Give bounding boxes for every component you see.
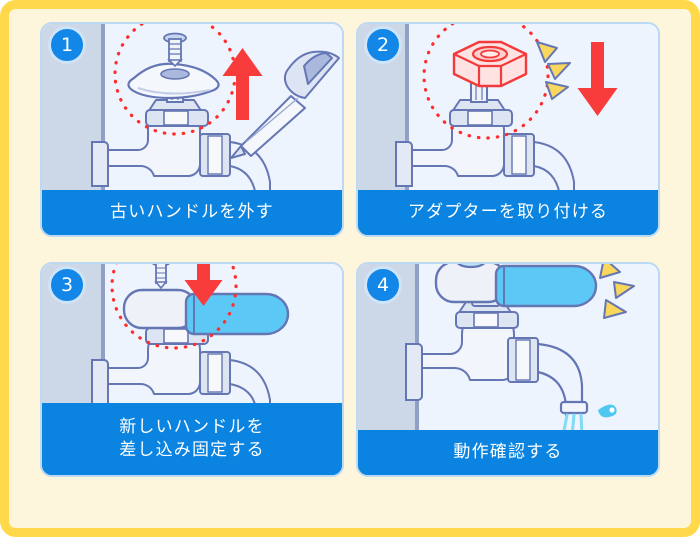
screwdriver-icon: [230, 50, 340, 159]
handle-cap-icon: [456, 264, 486, 269]
step-1-caption-bar: 古いハンドルを外す: [42, 190, 342, 235]
step-card-3[interactable]: 新しいハンドルを 差し込み固定する: [40, 262, 344, 477]
step-1-illustration: [42, 24, 342, 194]
dotted-highlight-circle: [110, 264, 238, 350]
step-4-illustration: [358, 264, 658, 434]
wall-flange: [91, 141, 109, 187]
step-badge-3-number: 3: [60, 274, 74, 296]
step-badge-4-number: 4: [376, 274, 390, 296]
step-4-caption-bar: 動作確認する: [358, 430, 658, 475]
outlet-coupling: [503, 133, 535, 177]
outlet-coupling: [507, 337, 539, 383]
step-badge-1: 1: [48, 26, 86, 64]
outlet-pipe: [229, 359, 271, 409]
dotted-highlight-circle: [422, 24, 550, 140]
spout-aerator: [559, 400, 589, 415]
step-badge-1-number: 1: [60, 34, 74, 56]
outlet-pipe: [229, 141, 271, 194]
step-badge-2-number: 2: [376, 34, 390, 56]
down-arrow-icon: [577, 42, 618, 116]
outlet-coupling: [199, 351, 231, 395]
outlet-pipe-inner: [229, 165, 257, 194]
up-arrow-icon: [222, 48, 263, 120]
step-2-illustration: [358, 24, 658, 194]
step-1-caption-text: 古いハンドルを外す: [42, 190, 342, 235]
down-arrow-icon: [184, 264, 223, 306]
step-card-1[interactable]: 古いハンドルを外す: [40, 22, 344, 237]
step-2-caption-bar: アダプターを取り付ける: [358, 190, 658, 235]
step-badge-4: 4: [364, 266, 402, 304]
outlet-pipe: [533, 141, 575, 194]
wall-edge-line: [101, 264, 105, 409]
wall-edge-line: [101, 24, 105, 194]
step-badge-3: 3: [48, 266, 86, 304]
screw-icon: [163, 32, 187, 68]
step-card-2[interactable]: アダプターを取り付ける: [356, 22, 660, 237]
screw-icon: [152, 264, 170, 290]
outlet-pipe-inner: [533, 165, 561, 194]
new-lever-handle-icon: [434, 264, 598, 308]
wall-flange: [91, 359, 109, 407]
step-badge-2: 2: [364, 26, 402, 64]
faucet-bonnet: [145, 99, 209, 127]
wall-edge-line: [405, 24, 409, 194]
step-3-illustration: [42, 264, 342, 434]
step-2-caption-text: アダプターを取り付ける: [358, 190, 658, 235]
water-droplet-highlight: [609, 407, 615, 413]
step-3-caption-bar: 新しいハンドルを 差し込み固定する: [42, 403, 342, 475]
sparkle-icon: [599, 264, 635, 319]
new-lever-handle-icon: [122, 288, 290, 336]
outlet-coupling: [199, 133, 231, 177]
step-3-caption-text: 新しいハンドルを 差し込み固定する: [42, 403, 342, 475]
step-card-4[interactable]: 動作確認する: [356, 262, 660, 477]
hex-nut-adapter-icon: [452, 40, 528, 88]
faucet-spout: [537, 342, 584, 404]
step-4-caption-text: 動作確認する: [358, 430, 658, 475]
sparkle-icon: [536, 41, 571, 100]
faucet-bonnet: [449, 99, 513, 127]
wall-flange: [405, 343, 423, 401]
wall-flange: [395, 141, 413, 187]
